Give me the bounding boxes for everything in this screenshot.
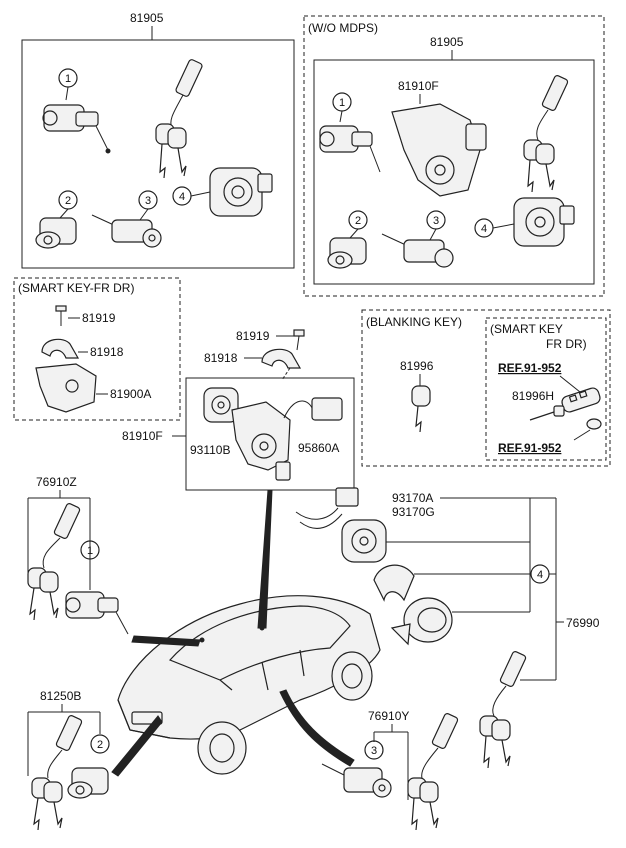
label-bracket-b: 81918 — [204, 351, 238, 365]
label-trunk-set: 81250B — [40, 689, 81, 703]
lock-assembly-center: 81919 81918 81910F 93110B 95860 — [122, 329, 355, 491]
ignition-parts-right: 93170A 93170G 4 76990 — [295, 487, 600, 769]
callout-2-trunk: 2 — [97, 739, 103, 751]
trunk-cylinder-mdps — [327, 237, 367, 269]
door-set-right: 76910Y 3 — [321, 709, 459, 831]
bolt-a — [55, 305, 67, 326]
label-housing-a: 81900A — [110, 387, 151, 401]
label-switch-g: 93170G — [392, 505, 435, 519]
door-set-left: 76910Z 1 — [27, 475, 129, 635]
trunk-cylinder — [67, 767, 109, 799]
ref-link-bottom[interactable]: REF.91-952 — [498, 441, 562, 455]
callout-4-mdps: 4 — [481, 223, 487, 235]
door-lock-cylinder-1 — [42, 104, 111, 154]
label-smart-fr-dr: (SMART KEY-FR DR) — [18, 281, 134, 295]
callout-1-mdps: 1 — [339, 97, 345, 109]
bracket-a — [41, 338, 80, 359]
callout-4-ign: 4 — [537, 569, 543, 581]
smart-key-fr-dr-box: (SMART KEY-FR DR) 81919 81918 81900A — [13, 277, 181, 421]
trunk-lock-cylinder — [35, 217, 77, 249]
label-harness: 95860A — [298, 441, 339, 455]
label-door-set-rh: 76910Y — [368, 709, 409, 723]
callout-1: 1 — [65, 73, 71, 85]
steering-lock-body — [231, 401, 291, 481]
label-bracket-a: 81918 — [90, 345, 124, 359]
label-kit-top: 81905 — [130, 11, 164, 25]
label-switch-a: 93170A — [392, 491, 433, 505]
ignition-switch-body — [209, 167, 273, 217]
leader-arrows — [111, 489, 355, 777]
blank-key — [411, 385, 431, 433]
callout-1-door: 1 — [87, 545, 93, 557]
ring-bezel — [373, 564, 415, 602]
callout-2-mdps: 2 — [355, 215, 361, 227]
wheel-front — [331, 651, 373, 701]
key-set-top — [155, 59, 203, 179]
kit-box-wo-mdps: (W/O MDPS) 81905 81910F 1 — [303, 15, 605, 297]
door-cylinder-left — [65, 591, 129, 635]
label-blanking: (BLANKING KEY) — [366, 315, 462, 329]
label-smart-blank: 81996H — [512, 389, 554, 403]
door-lock-cylinder-mdps — [319, 125, 381, 173]
label-ign-set: 76990 — [566, 616, 600, 630]
key-set-ign — [479, 651, 527, 769]
switch-harness — [295, 487, 359, 529]
key-set-mdps — [523, 75, 569, 193]
smart-blank-key — [529, 405, 565, 421]
car-illustration — [117, 595, 381, 775]
cylinder-3-mdps — [381, 233, 454, 268]
bolt-b — [293, 329, 305, 351]
label-door-set: 76910Z — [36, 475, 77, 489]
trunk-set: 81250B 2 — [27, 689, 110, 831]
battery — [586, 418, 602, 430]
label-smart-key-1: (SMART KEY — [490, 322, 563, 336]
callout-2: 2 — [65, 195, 71, 207]
bracket-b — [261, 348, 302, 369]
label-lock-mdps: 81910F — [398, 79, 439, 93]
blanking-key-box: (BLANKING KEY) 81996 (SMART KEY FR DR) R… — [361, 309, 611, 467]
callout-3-rh: 3 — [371, 745, 377, 757]
label-kit-mdps: 81905 — [430, 35, 464, 49]
steering-lock-assembly-mdps — [391, 103, 487, 197]
smart-key-fob — [561, 387, 601, 413]
callout-3-mdps: 3 — [433, 215, 439, 227]
harness-95860a — [283, 397, 343, 421]
ref-link-top[interactable]: REF.91-952 — [498, 361, 562, 375]
label-bolt-b: 81919 — [236, 329, 270, 343]
switch-body — [341, 519, 387, 563]
label-smart-key-2: FR DR) — [546, 337, 587, 351]
callout-4: 4 — [179, 191, 185, 203]
door-lock-cylinder-3 — [91, 214, 162, 248]
door-cylinder-rh — [321, 763, 392, 798]
key-set-rh — [407, 713, 459, 831]
label-wo-mdps: (W/O MDPS) — [308, 21, 378, 35]
label-bolt-a: 81919 — [82, 311, 116, 325]
knob-cover — [390, 597, 453, 646]
label-blank-key: 81996 — [400, 359, 434, 373]
kit-box-top-left: 81905 1 2 — [21, 11, 295, 269]
label-cylinder: 93110B — [190, 443, 230, 457]
wheel-rear — [197, 721, 247, 775]
cylinder-93110b — [203, 387, 239, 423]
ignition-switch-mdps — [513, 197, 575, 247]
label-lock-assy: 81910F — [122, 429, 163, 443]
callout-3: 3 — [145, 195, 151, 207]
key-set-trunk — [31, 715, 83, 831]
key-set-left — [27, 503, 81, 621]
